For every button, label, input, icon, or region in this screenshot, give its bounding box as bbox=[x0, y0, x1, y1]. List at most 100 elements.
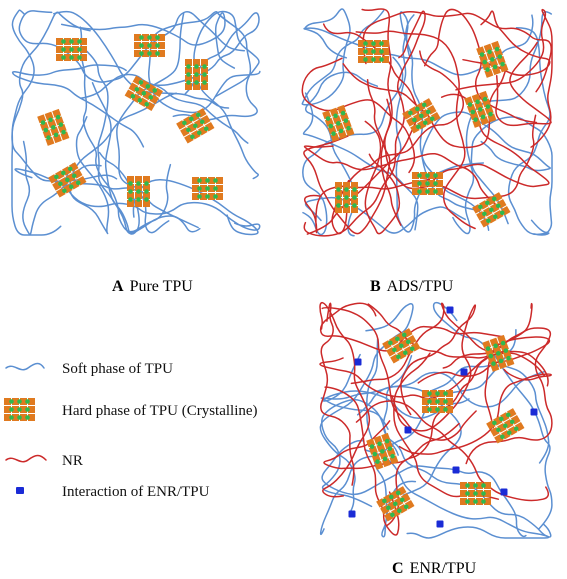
legend-interaction-label: Interaction of ENR/TPU bbox=[62, 484, 210, 500]
interaction-point bbox=[404, 426, 412, 434]
nr-chain bbox=[319, 301, 371, 498]
nr-chain bbox=[331, 50, 465, 235]
legend-hard-swatch bbox=[4, 398, 35, 421]
interaction-point bbox=[530, 408, 538, 416]
nr-chain bbox=[362, 11, 552, 93]
soft-phase-chain bbox=[79, 73, 249, 144]
soft-phase-chain bbox=[302, 92, 419, 231]
nr-chain bbox=[367, 302, 533, 359]
soft-phase-chain bbox=[364, 449, 550, 539]
hard-phase-crystal bbox=[192, 177, 223, 200]
soft-phase-chain bbox=[319, 303, 414, 515]
soft-phase-chain bbox=[60, 12, 236, 69]
legend-soft-label: Soft phase of TPU bbox=[62, 361, 173, 377]
hard-phase-crystal bbox=[486, 408, 525, 444]
hard-phase-crystal bbox=[127, 176, 150, 207]
soft-phase-chain bbox=[69, 92, 177, 235]
nr-chain bbox=[398, 368, 552, 455]
soft-phase-chain bbox=[319, 328, 517, 536]
soft-phase-chain bbox=[321, 439, 527, 538]
soft-phase-chain bbox=[11, 9, 62, 236]
interaction-point bbox=[500, 488, 508, 496]
legend-soft-swatch bbox=[5, 362, 45, 371]
nr-chain bbox=[321, 306, 477, 441]
hard-phase-crystal bbox=[482, 334, 515, 372]
hard-phase-crystal bbox=[176, 108, 215, 144]
nr-chain bbox=[303, 10, 426, 237]
nr-chain bbox=[455, 8, 553, 148]
nr-chain bbox=[319, 302, 505, 352]
soft-phase-chain bbox=[382, 355, 552, 538]
nr-chain bbox=[495, 41, 552, 127]
nr-chain bbox=[355, 400, 550, 502]
hard-phase-crystal bbox=[402, 98, 441, 134]
hard-phase-crystal bbox=[366, 432, 399, 470]
panel-ads-tpu bbox=[301, 8, 553, 237]
hard-phase-crystal bbox=[322, 104, 355, 142]
nr-chain bbox=[417, 336, 551, 429]
hard-phase-crystal bbox=[335, 182, 358, 213]
nr-chain bbox=[442, 327, 553, 465]
hard-phase-crystal bbox=[56, 38, 87, 61]
hard-phase-crystal bbox=[382, 328, 421, 364]
nr-chain bbox=[301, 57, 416, 174]
hard-phase-crystal bbox=[48, 162, 87, 198]
interaction-point bbox=[446, 306, 454, 314]
nr-chain bbox=[391, 304, 477, 432]
interaction-point bbox=[436, 520, 444, 528]
hard-phase-crystal bbox=[422, 390, 453, 413]
legend-nr-label: NR bbox=[62, 453, 83, 469]
legend-hard-label: Hard phase of TPU (Crystalline) bbox=[62, 403, 258, 419]
legend: Soft phase of TPU Hard phase of TPU (Cry… bbox=[4, 361, 258, 500]
soft-phase-chain bbox=[22, 140, 102, 236]
soft-phase-chain bbox=[139, 12, 260, 95]
panel-enr-tpu bbox=[319, 301, 553, 539]
legend-nr-swatch bbox=[5, 454, 47, 463]
hard-phase-crystal bbox=[37, 108, 70, 146]
nr-chain bbox=[364, 120, 401, 235]
nr-chain bbox=[355, 30, 476, 230]
nr-chain bbox=[320, 302, 355, 486]
soft-phase-chain bbox=[14, 168, 170, 234]
hard-phase-crystal bbox=[476, 40, 509, 78]
soft-phase-chain bbox=[18, 10, 246, 83]
panel-pure-tpu bbox=[11, 9, 261, 236]
hard-phase-crystal bbox=[460, 482, 491, 505]
hard-phase-crystal bbox=[134, 34, 165, 57]
interaction-point bbox=[354, 358, 362, 366]
nr-chain bbox=[423, 8, 538, 124]
hard-phase-crystal bbox=[472, 192, 511, 228]
soft-phase-chain bbox=[193, 10, 260, 180]
hard-phase-crystal bbox=[185, 59, 208, 90]
soft-phase-chain bbox=[116, 12, 199, 229]
nr-chain bbox=[350, 302, 549, 387]
soft-phase-chain bbox=[79, 26, 172, 233]
interaction-point bbox=[460, 368, 468, 376]
soft-phase-chain bbox=[11, 64, 145, 148]
soft-phase-chain bbox=[64, 163, 261, 231]
hard-phase-crystal bbox=[412, 172, 443, 195]
soft-phase-chain bbox=[304, 196, 466, 234]
nr-chain bbox=[303, 78, 391, 235]
soft-phase-chain bbox=[432, 301, 553, 530]
legend-interaction-swatch bbox=[16, 487, 24, 494]
hard-phase-crystal bbox=[124, 75, 163, 112]
nr-chain bbox=[342, 63, 507, 149]
soft-phase-chain bbox=[11, 11, 118, 182]
nr-chain bbox=[303, 178, 431, 234]
hard-phase-crystal bbox=[376, 486, 415, 522]
hard-phase-crystal bbox=[464, 90, 497, 128]
soft-phase-chain bbox=[321, 398, 399, 508]
nr-chain bbox=[361, 8, 402, 226]
interaction-point bbox=[348, 510, 356, 518]
interaction-point bbox=[452, 466, 460, 474]
nr-chain bbox=[324, 386, 400, 536]
nr-chain bbox=[384, 98, 537, 200]
hard-phase-crystal bbox=[358, 40, 389, 63]
soft-phase-chain bbox=[452, 11, 553, 235]
soft-phase-chain bbox=[301, 8, 385, 106]
